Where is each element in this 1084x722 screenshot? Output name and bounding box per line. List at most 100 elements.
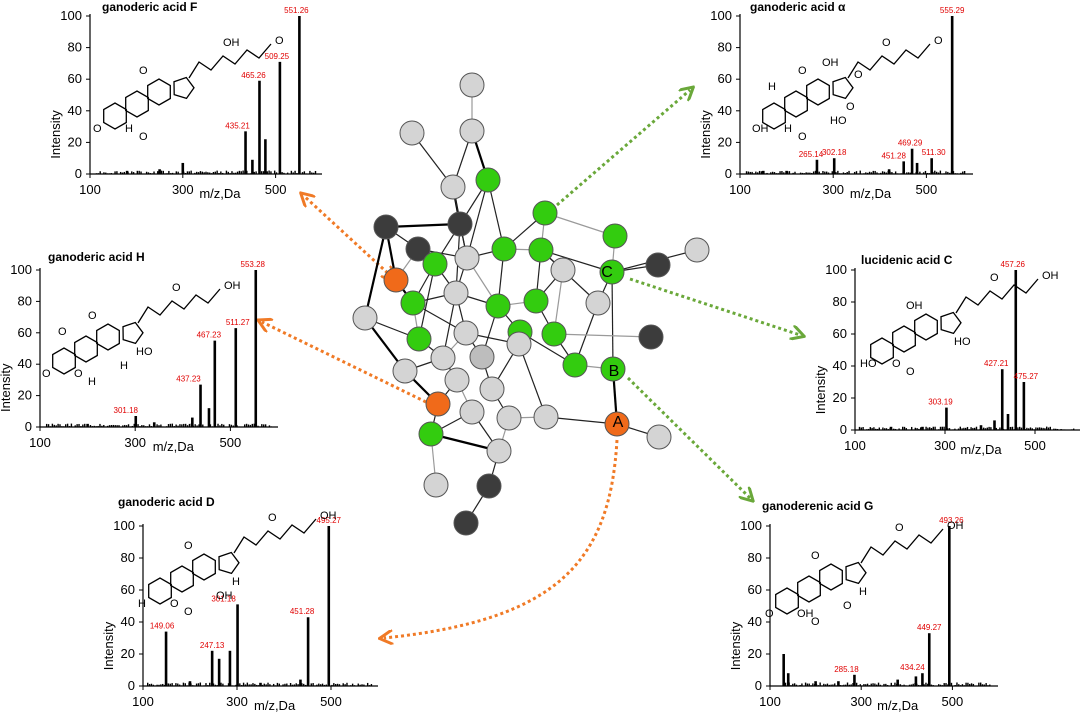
peak-label: 555.29	[940, 6, 965, 15]
network-node	[506, 331, 532, 357]
atom-label: H	[125, 123, 133, 135]
node-label-a: A	[613, 414, 624, 431]
network-node	[422, 251, 448, 277]
x-axis-label: m/z,Da	[199, 186, 241, 201]
spectrum-title: lucidenic acid C	[861, 253, 953, 267]
y-tick-label: 100	[710, 8, 732, 23]
peak-label: 437.23	[176, 375, 201, 384]
atom-label: O	[798, 65, 807, 77]
y-tick-label: 60	[748, 582, 762, 597]
network-nodes	[352, 72, 710, 536]
y-tick-label: 60	[718, 71, 732, 86]
y-axis-label: Intensity	[813, 365, 828, 414]
x-axis-label: m/z,Da	[877, 698, 919, 713]
y-axis-label: Intensity	[48, 110, 63, 159]
peak-label: 449.27	[917, 623, 942, 632]
peak-label: 301.18	[211, 594, 236, 603]
peak-label: 495.27	[317, 516, 342, 525]
structure-ring	[170, 565, 194, 593]
arrow-to-ganoderic-acid-d	[384, 439, 619, 638]
atom-label: O	[846, 101, 855, 113]
atom-label: HO	[830, 115, 847, 127]
y-tick-label: 80	[833, 294, 847, 309]
network-node	[646, 424, 672, 450]
atom-label: O	[811, 616, 820, 628]
peak-label: 475.27	[1014, 372, 1039, 381]
network-node	[425, 391, 451, 417]
network-edge	[418, 263, 436, 340]
peak-label: 451.28	[881, 151, 906, 160]
network-node	[532, 200, 558, 226]
y-tick-label: 0	[128, 678, 135, 693]
y-tick-label: 40	[18, 356, 32, 371]
structure-ring	[819, 563, 843, 591]
atom-label: H	[784, 123, 792, 135]
x-tick-label: 300	[822, 182, 844, 197]
peak-label: 457.26	[1001, 260, 1026, 269]
atom-label: OH	[947, 520, 964, 532]
y-tick-label: 20	[121, 646, 135, 661]
atom-label: O	[93, 123, 102, 135]
network-edge	[518, 343, 547, 418]
y-tick-label: 100	[740, 518, 762, 533]
structure-ring	[96, 323, 120, 351]
structure-ring	[122, 321, 144, 345]
x-tick-label: 300	[124, 435, 146, 450]
peak-label: 285.18	[834, 665, 859, 674]
x-tick-label: 300	[226, 694, 248, 709]
network-node	[444, 367, 470, 393]
node-label-c: C	[601, 264, 613, 281]
peak-label: 465.26	[241, 71, 266, 80]
network-node	[602, 223, 628, 249]
atom-label: O	[990, 272, 999, 284]
y-tick-label: 0	[25, 419, 32, 434]
x-tick-label: 500	[916, 182, 938, 197]
network-node	[469, 344, 495, 370]
peak-label: 551.26	[284, 6, 309, 15]
network-edge	[363, 226, 388, 319]
atom-label: OH	[216, 590, 233, 602]
network-node	[447, 211, 473, 237]
network-edge	[466, 179, 489, 259]
y-axis-label: Intensity	[698, 110, 713, 159]
network-node	[600, 356, 626, 382]
y-tick-label: 60	[18, 325, 32, 340]
network-node	[562, 352, 588, 378]
network-node	[373, 214, 399, 240]
atom-label: H	[859, 586, 867, 598]
y-tick-label: 20	[833, 390, 847, 405]
atom-label: O	[811, 550, 820, 562]
y-tick-label: 40	[833, 358, 847, 373]
structure-ring	[832, 76, 854, 100]
atom-label: O	[268, 512, 277, 524]
atom-label: OH	[906, 300, 923, 312]
structure-ring	[125, 90, 149, 118]
arrow-to-ganoderenic-acid-g	[626, 376, 750, 498]
y-axis-label: Intensity	[101, 621, 116, 670]
peak-label: 434.24	[900, 663, 925, 672]
atom-label: O	[42, 368, 51, 380]
molecular-network: C B A	[352, 72, 710, 536]
side-chain	[860, 528, 944, 564]
atom-label: O	[892, 358, 901, 370]
network-edge	[553, 333, 652, 338]
atom-label: HO	[860, 358, 877, 370]
x-tick-label: 300	[934, 438, 956, 453]
peak-label: 247.13	[200, 641, 225, 650]
structure-ring	[103, 102, 127, 130]
peak-label: 303.19	[928, 398, 953, 407]
atom-label: O	[74, 368, 83, 380]
y-axis-label: Intensity	[0, 363, 13, 412]
spectrum-title: ganoderenic acid G	[762, 499, 873, 513]
peak-label: 511.27	[226, 318, 250, 327]
peak-label: 451.28	[290, 607, 315, 616]
